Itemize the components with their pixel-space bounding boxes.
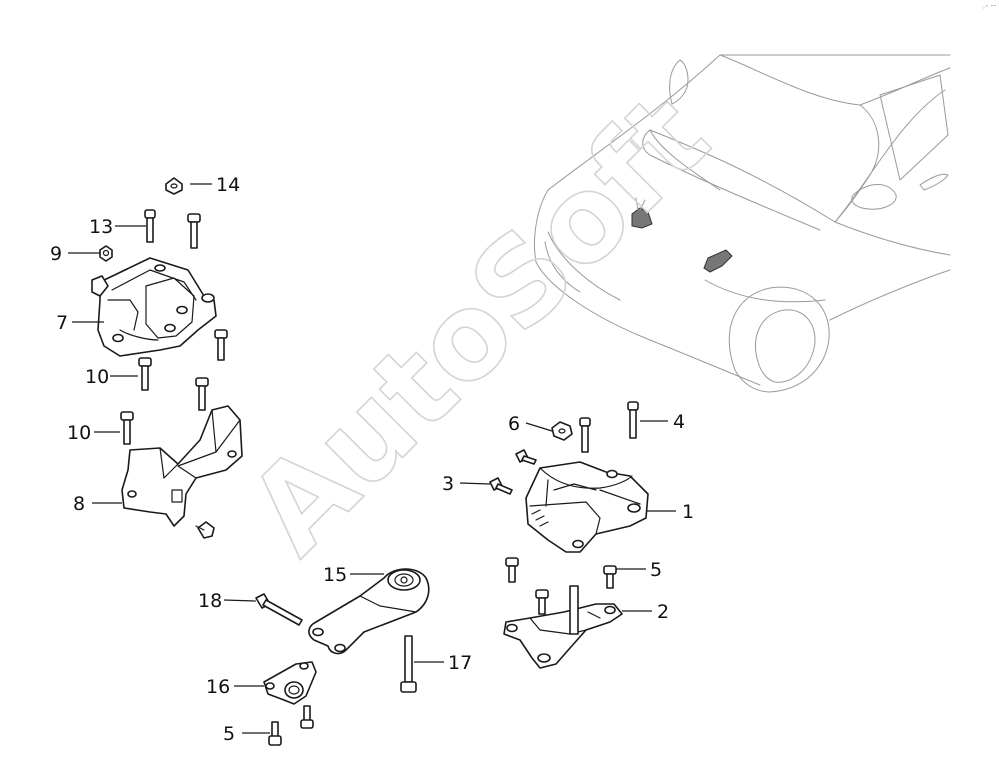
callout-13: 13 [89, 216, 113, 238]
part-7-upper-bolt [187, 213, 201, 249]
callout-3: 3 [442, 473, 454, 495]
part-3-bolt [489, 477, 513, 495]
callout-8: 8 [73, 493, 85, 515]
part-3-upper-bolt [515, 449, 537, 465]
part-6-bolt [579, 417, 591, 453]
part-2-bolt-center [535, 589, 549, 615]
callout-10-upper: 10 [85, 366, 109, 388]
callout-labels: 14 13 9 7 10 10 8 6 4 3 1 5 2 15 18 17 1… [50, 174, 694, 745]
callout-5-right: 5 [650, 559, 662, 581]
part-4-bolt [627, 401, 639, 439]
callout-14: 14 [216, 174, 240, 196]
part-6-nut [551, 421, 573, 441]
part-10-bolt-upper [138, 357, 152, 391]
part-8-bracket [121, 405, 243, 527]
callout-7: 7 [56, 312, 68, 334]
callout-18: 18 [198, 590, 222, 612]
callout-4: 4 [673, 411, 685, 433]
callout-15: 15 [323, 564, 347, 586]
part-2-bolt-left [505, 557, 519, 583]
part-1-engine-mount [525, 461, 649, 553]
callout-2: 2 [657, 601, 669, 623]
part-9-nut [99, 245, 113, 262]
part-17-bolt [400, 635, 417, 693]
callout-1: 1 [682, 501, 694, 523]
part-16-bolt [300, 705, 314, 729]
vehicle-outline [534, 54, 951, 393]
part-18-bolt [255, 593, 303, 626]
part-10-bolt-lower [120, 411, 134, 445]
callout-6: 6 [508, 413, 520, 435]
part-5-bolt-bottom [268, 721, 282, 746]
part-15-torque-rod [308, 568, 430, 655]
watermark-text: AutoSoft [222, 67, 734, 579]
callout-10-lower: 10 [67, 422, 91, 444]
callout-16: 16 [206, 676, 230, 698]
part-2-bracket [503, 585, 623, 669]
part-14-nut [165, 177, 183, 195]
corner-mark: ◦˃ ˘˘ [982, 5, 996, 12]
callout-5-bottom: 5 [223, 723, 235, 745]
callout-9: 9 [50, 243, 62, 265]
part-8-lower-bolt [195, 521, 215, 539]
leader-lines [68, 183, 676, 734]
callout-17: 17 [448, 652, 472, 674]
part-5-bolt-right [603, 565, 617, 589]
part-16-bushing-bracket [263, 661, 317, 705]
part-8-upper-bolt [195, 377, 209, 411]
part-7-side-bolt [214, 329, 228, 361]
part-13-bolt [144, 209, 156, 243]
part-7-transmission-mount [91, 257, 217, 357]
